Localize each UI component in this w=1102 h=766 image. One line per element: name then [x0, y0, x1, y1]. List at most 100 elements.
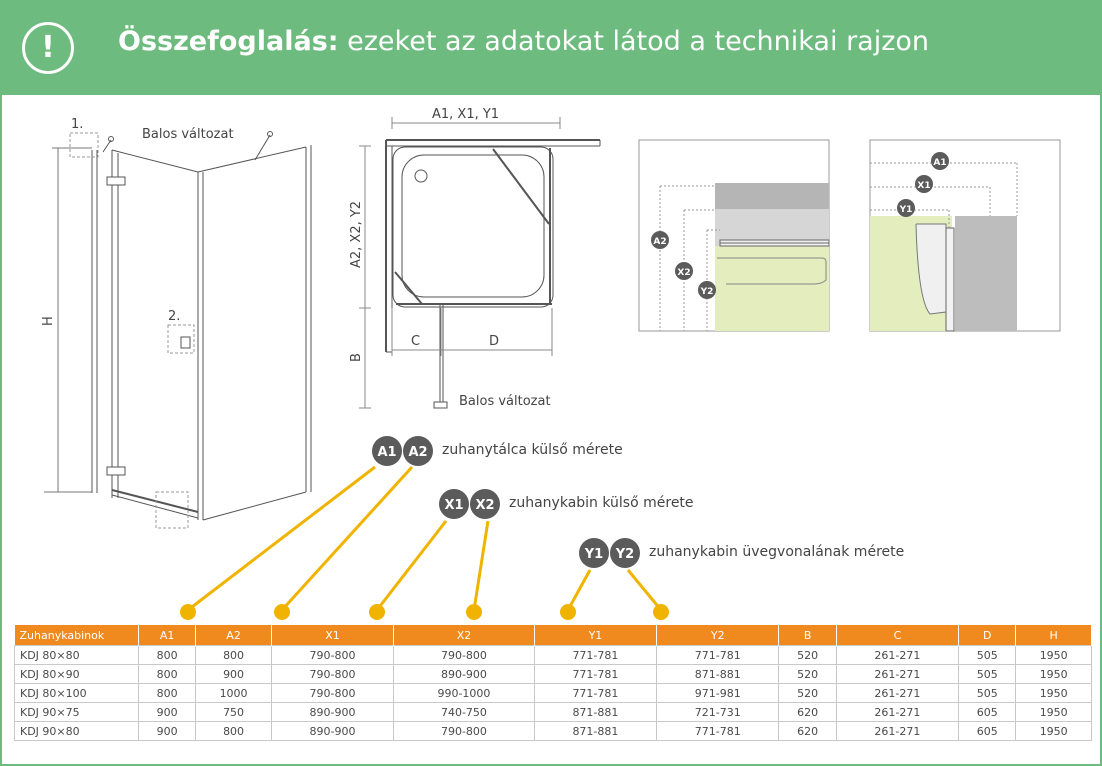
table-cell: 790-800 [393, 721, 535, 741]
table-cell: 990-1000 [393, 683, 535, 703]
table-cell: 261-271 [835, 721, 960, 741]
table-cell: 900 [195, 664, 272, 684]
plan-top-dim-label: A1, X1, Y1 [432, 107, 499, 122]
leader-dots [180, 604, 669, 620]
plan-c-label: C [411, 334, 420, 349]
table-cell: 800 [137, 683, 197, 703]
table-cell: 800 [137, 645, 197, 665]
detail-badge-y1: Y1 [897, 199, 915, 217]
leader-y1 [566, 569, 592, 611]
perspective-view [91, 131, 312, 521]
table-cell: 871-881 [533, 721, 658, 741]
left-view-label: Balos változat [142, 127, 234, 142]
legend-text-y: zuhanykabin üvegvonalának mérete [649, 544, 905, 560]
svg-text:Y2: Y2 [700, 287, 714, 297]
plan-variant-label: Balos változat [459, 394, 551, 409]
table-cell: 520 [778, 683, 837, 703]
marker-1: 1. [71, 117, 83, 132]
table-cell: 790-800 [270, 664, 395, 684]
col-header: D [958, 625, 1017, 646]
svg-text:A2: A2 [408, 445, 427, 460]
table-cell: 1950 [1015, 645, 1092, 665]
svg-text:X1: X1 [917, 181, 930, 191]
legend-text-x: zuhanykabin külső mérete [509, 495, 694, 511]
table-cell: 261-271 [835, 683, 960, 703]
svg-text:X2: X2 [475, 498, 494, 513]
col-header: H [1015, 625, 1092, 646]
table-cell: 890-900 [270, 702, 395, 722]
dot-x1 [369, 604, 385, 620]
legend-badge-x2: X2 [470, 489, 500, 519]
col-header: Zuhanykabinok [14, 625, 139, 646]
table-cell: 520 [778, 664, 837, 684]
table-cell: 890-900 [393, 664, 535, 684]
table-cell: 620 [778, 702, 837, 722]
height-dimension [44, 147, 92, 493]
svg-text:Y1: Y1 [899, 205, 913, 215]
svg-text:A2: A2 [653, 237, 666, 247]
leader-x1 [375, 520, 448, 611]
table-cell: 605 [958, 702, 1017, 722]
table-cell: 771-781 [656, 645, 780, 665]
table-cell: 620 [778, 721, 837, 741]
plan-view [385, 139, 601, 409]
table-cell: 605 [958, 721, 1017, 741]
leader-x2 [472, 520, 490, 611]
legend-badge-a2: A2 [403, 436, 433, 466]
header-banner: ! Összefoglalás: ezeket az adatokat láto… [0, 0, 1102, 95]
legend-badges: A1 A2 X1 X2 Y1 Y2 [372, 436, 640, 568]
legend-badge-y2: Y2 [610, 538, 640, 568]
table-cell: 1000 [195, 683, 272, 703]
dot-a2 [274, 604, 290, 620]
svg-text:Y2: Y2 [615, 547, 634, 562]
dot-y1 [560, 604, 576, 620]
marker-boxes [69, 132, 195, 529]
table-cell: 261-271 [835, 702, 960, 722]
table-cell: 520 [778, 645, 837, 665]
svg-text:X2: X2 [677, 268, 690, 278]
exclamation-icon: ! [22, 22, 74, 74]
col-header: A1 [138, 625, 197, 646]
table-cell: 790-800 [270, 683, 395, 703]
detail-badge-a2: A2 [651, 231, 669, 249]
col-header: X2 [393, 625, 535, 646]
table-cell: 790-800 [270, 645, 395, 665]
table-cell: 1950 [1015, 664, 1092, 684]
dot-a1 [180, 604, 196, 620]
table-cell: 971-981 [656, 683, 780, 703]
table-cell: 750 [195, 702, 272, 722]
legend-badge-y1: Y1 [579, 538, 609, 568]
table-cell: 721-731 [656, 702, 780, 722]
table-cell: KDJ 80×100 [14, 683, 139, 703]
table-cell: 790-800 [393, 645, 535, 665]
title-bold: Összefoglalás: [118, 26, 339, 57]
detail-badges: A2 X2 Y2 A1 X1 Y1 [651, 152, 949, 299]
plan-d-label: D [489, 334, 499, 349]
legend-text-a: zuhanytálca külső mérete [442, 442, 623, 458]
height-label: H [41, 316, 56, 326]
svg-text:X1: X1 [444, 498, 463, 513]
col-header: B [778, 625, 837, 646]
svg-text:A1: A1 [377, 445, 396, 460]
table-cell: 505 [958, 645, 1017, 665]
table-cell: 771-781 [533, 664, 658, 684]
spec-table: Zuhanykabinok A1 A2 X1 X2 Y1 Y2 B C D H … [14, 625, 1092, 741]
col-header: C [836, 625, 960, 646]
table-cell: KDJ 80×90 [14, 664, 139, 684]
legend-badge-a1: A1 [372, 436, 402, 466]
svg-text:A1: A1 [933, 158, 946, 168]
table-cell: 871-881 [533, 702, 658, 722]
col-header: Y2 [656, 625, 780, 646]
dot-y2 [653, 604, 669, 620]
detail-badge-x1: X1 [915, 175, 933, 193]
detail-badge-y2: Y2 [698, 281, 716, 299]
leader-y2 [626, 569, 663, 611]
detail-badge-a1: A1 [931, 152, 949, 170]
table-cell: 1950 [1015, 702, 1092, 722]
table-cell: KDJ 90×80 [14, 721, 139, 741]
detail-badge-x2: X2 [675, 262, 693, 280]
page-title: Összefoglalás: ezeket az adatokat látod … [118, 26, 929, 57]
